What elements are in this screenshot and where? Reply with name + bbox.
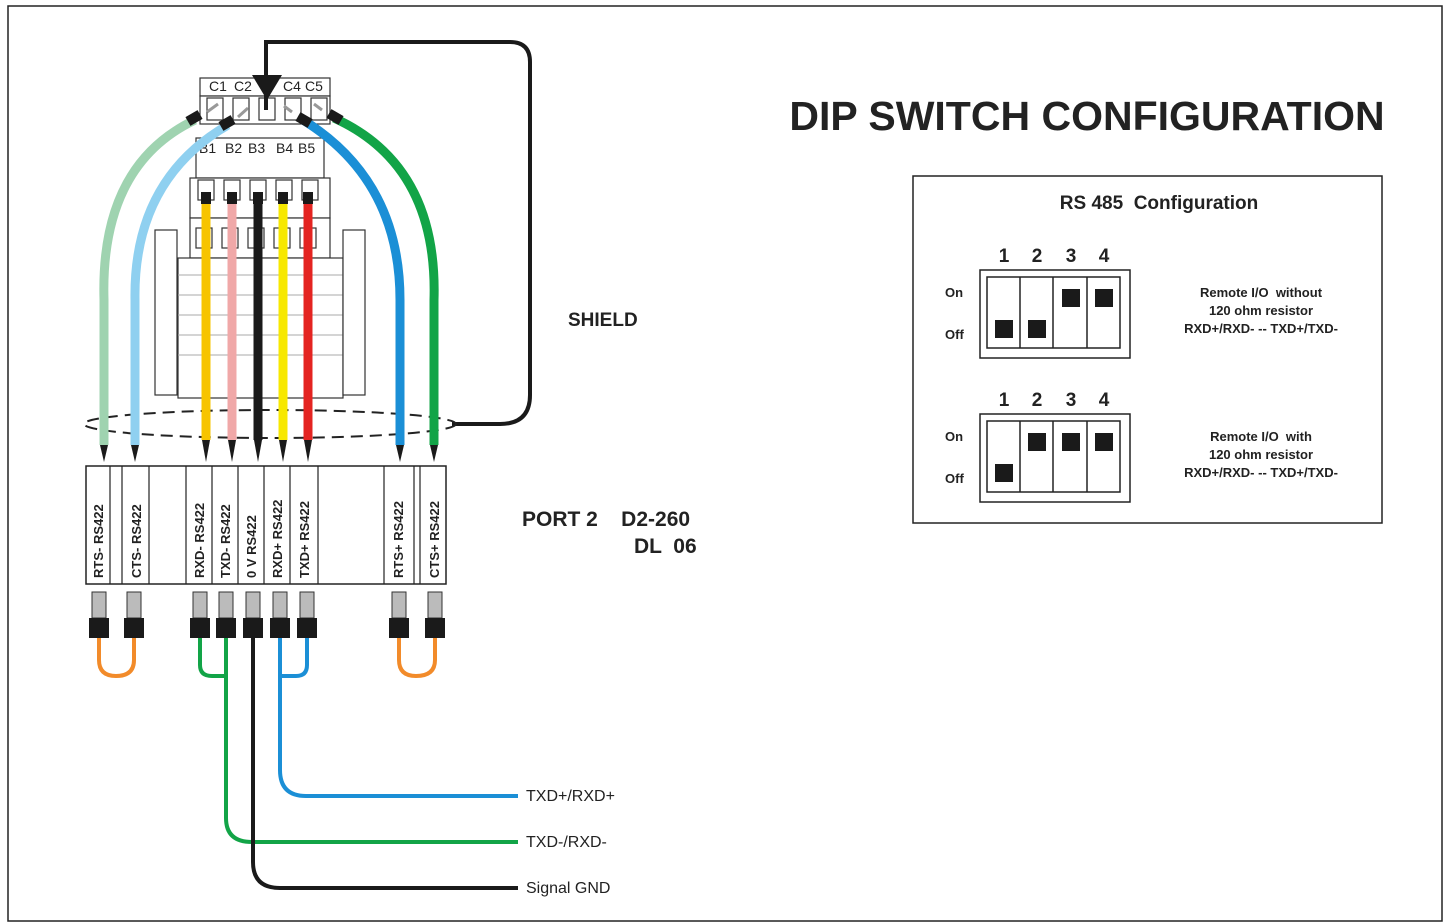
label-b3: B3 xyxy=(248,140,265,156)
label-cts-minus: CTS- RS422 xyxy=(129,504,144,578)
dip-config-1: 1 2 3 4 On Off Remote I/O without 120 oh… xyxy=(945,246,1338,359)
dip-switch-knob xyxy=(1062,289,1080,307)
off-label: Off xyxy=(945,327,964,342)
label-cts-plus: CTS+ RS422 xyxy=(427,501,442,578)
shield-arrow-icon xyxy=(252,75,282,100)
label-rts-minus: RTS- RS422 xyxy=(91,504,106,578)
on-label: On xyxy=(945,285,963,300)
port-label-line2: DL 06 xyxy=(634,535,697,558)
label-b4: B4 xyxy=(276,140,293,156)
wire-out-txd-rxd-minus xyxy=(224,638,518,844)
dip-config-2: 1 2 3 4 On Off Remote I/O with 120 ohm r… xyxy=(945,390,1338,503)
config-panel: RS 485 Configuration 1 2 3 4 On Off Remo… xyxy=(912,175,1383,524)
on-label: On xyxy=(945,429,963,444)
shield-label: SHIELD xyxy=(568,310,638,331)
wire-out-txd-rxd-plus xyxy=(278,638,518,798)
dip-switch-knob xyxy=(1062,433,1080,451)
label-c5: C5 xyxy=(305,78,323,94)
switch-number: 3 xyxy=(1066,246,1077,267)
dip-switch-knob xyxy=(995,320,1013,338)
label-txd-plus: TXD+ RS422 xyxy=(297,501,312,578)
wire-link-green xyxy=(198,638,226,678)
connector-bottom-labels: B1 B2 B3 B4 B5 xyxy=(199,140,315,156)
bottom-pins xyxy=(89,591,445,638)
dip-switch-knob xyxy=(1028,433,1046,451)
top-wires xyxy=(99,113,439,445)
wire-link-blue xyxy=(280,638,309,678)
config-1-desc-line2: 120 ohm resistor xyxy=(1209,303,1313,318)
page-title: DIP SWITCH CONFIGURATION xyxy=(789,93,1384,139)
jumper-rts-cts-plus xyxy=(397,638,437,679)
connector-top-labels: C1 C2 C4 C5 xyxy=(209,78,323,94)
label-b2: B2 xyxy=(225,140,242,156)
wire-tips xyxy=(100,440,438,462)
switch-number: 2 xyxy=(1032,246,1043,267)
wire-label-signal-gnd: Signal GND xyxy=(526,880,610,897)
label-rxd-minus: RXD- RS422 xyxy=(192,503,207,578)
wire-label-txd-rxd-plus: TXD+/RXD+ xyxy=(526,788,615,805)
dip-switch-knob xyxy=(1028,320,1046,338)
wire-lightgreen xyxy=(99,115,197,445)
switch-number: 1 xyxy=(999,246,1010,267)
config-1-desc-line3: RXD+/RXD- -- TXD+/TXD- xyxy=(1184,321,1338,336)
dip-switch-knob xyxy=(1095,433,1113,451)
dip-switch-knob xyxy=(1095,289,1113,307)
jumper-rts-cts-minus xyxy=(97,638,136,679)
label-rts-plus: RTS+ RS422 xyxy=(391,501,406,578)
vertical-wire-ferrules xyxy=(201,192,313,204)
dip-switch-knob xyxy=(995,464,1013,482)
switch-number: 4 xyxy=(1099,390,1110,411)
shield-ellipse xyxy=(83,409,457,439)
top-wire-ferrules xyxy=(185,102,344,131)
port-label-line1: PORT 2 D2-260 xyxy=(522,508,690,531)
shield-wire xyxy=(264,40,532,426)
label-0v: 0 V RS422 xyxy=(244,515,259,578)
jumpers xyxy=(97,638,437,679)
wire-lightblue xyxy=(130,121,231,445)
label-b5: B5 xyxy=(298,140,315,156)
switch-number: 2 xyxy=(1032,390,1043,411)
switch-number: 4 xyxy=(1099,246,1110,267)
label-txd-minus: TXD- RS422 xyxy=(218,504,233,578)
switch-number: 1 xyxy=(999,390,1010,411)
terminal-block xyxy=(85,465,447,585)
switch-number: 3 xyxy=(1066,390,1077,411)
config-2-desc-line1: Remote I/O with xyxy=(1210,429,1312,444)
wire-blue xyxy=(300,116,405,445)
config-2-desc-line3: RXD+/RXD- -- TXD+/TXD- xyxy=(1184,465,1338,480)
page-border xyxy=(7,5,1443,922)
config-1-desc-line1: Remote I/O without xyxy=(1200,285,1323,300)
config-2-desc-line2: 120 ohm resistor xyxy=(1209,447,1313,462)
label-c2: C2 xyxy=(234,78,252,94)
config-panel-title: RS 485 Configuration xyxy=(1060,193,1258,214)
label-c1: C1 xyxy=(209,78,227,94)
wire-out-signal-gnd xyxy=(251,638,518,890)
wire-green xyxy=(332,113,439,445)
label-c4: C4 xyxy=(283,78,301,94)
off-label: Off xyxy=(945,471,964,486)
wire-label-txd-rxd-minus: TXD-/RXD- xyxy=(526,834,607,851)
vertical-wires xyxy=(201,200,313,440)
label-rxd-plus: RXD+ RS422 xyxy=(270,500,285,578)
outgoing-wires xyxy=(198,638,518,890)
terminal-labels: RTS- RS422 CTS- RS422 RXD- RS422 TXD- RS… xyxy=(91,500,442,578)
